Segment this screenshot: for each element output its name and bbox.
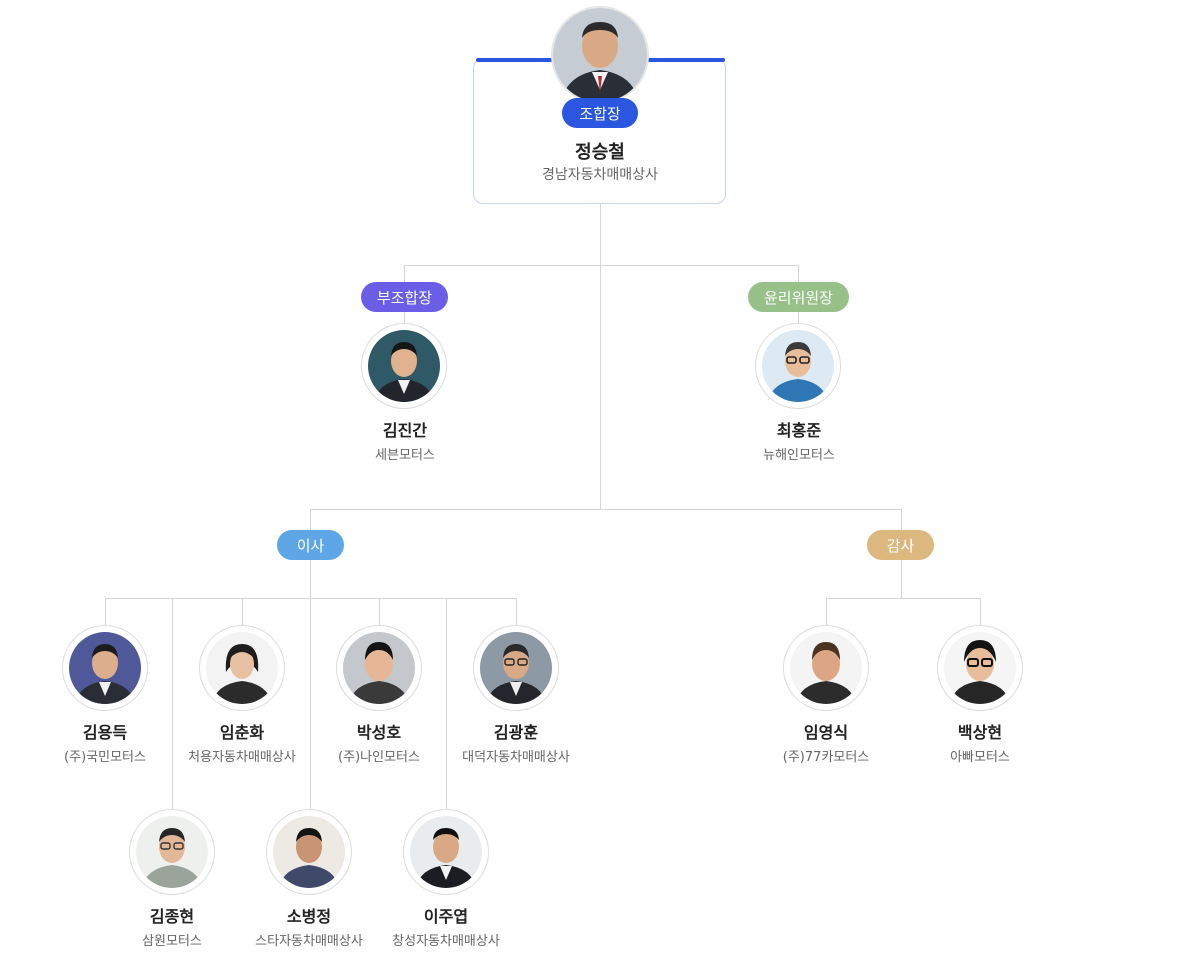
chief-name: 정승철 <box>575 142 625 163</box>
directors-role-badge: 이사 <box>277 530 344 560</box>
connector-line <box>980 598 981 626</box>
director-name: 김종현 <box>149 907 195 926</box>
connector-line <box>516 598 517 626</box>
connector-line <box>404 265 405 283</box>
director-photo <box>62 625 148 711</box>
connector-line <box>310 509 902 510</box>
director-company: 창성자동차매매상사 <box>392 934 500 949</box>
director-photo <box>266 809 352 895</box>
connector-line <box>600 204 601 509</box>
connector-line <box>446 598 447 809</box>
ethics-name: 최홍준 <box>776 421 822 440</box>
auditor-photo <box>783 625 869 711</box>
connector-line <box>105 598 106 626</box>
ethics-photo <box>755 323 841 409</box>
auditor-name: 임영식 <box>803 723 849 742</box>
auditors-role-badge: 감사 <box>867 530 934 560</box>
connector-line <box>901 509 902 531</box>
chief-accent-bar <box>645 58 725 62</box>
director-name: 김광훈 <box>493 723 539 742</box>
auditor-name: 백상현 <box>957 723 1003 742</box>
connector-line <box>404 311 405 324</box>
connector-line <box>798 265 799 283</box>
connector-line <box>798 311 799 324</box>
ethics-role-badge: 윤리위원장 <box>748 282 849 312</box>
chief-company: 경남자동차매매상사 <box>542 167 658 183</box>
connector-line <box>105 598 517 599</box>
director-name: 임춘화 <box>219 723 265 742</box>
director-company: 삼원모터스 <box>142 934 202 949</box>
director-photo <box>473 625 559 711</box>
auditor-company: (주)77카모터스 <box>782 750 870 765</box>
auditor-photo <box>937 625 1023 711</box>
vice-photo <box>361 323 447 409</box>
director-company: 처용자동차매매상사 <box>188 750 296 765</box>
director-company: (주)나인모터스 <box>338 750 420 765</box>
director-company: 대덕자동차매매상사 <box>462 750 570 765</box>
connector-line <box>172 598 173 809</box>
connector-line <box>310 559 311 809</box>
director-photo <box>129 809 215 895</box>
vice-role-badge: 부조합장 <box>361 282 448 312</box>
connector-line <box>379 598 380 626</box>
chief-photo <box>551 6 649 104</box>
director-name: 소병정 <box>286 907 332 926</box>
director-photo <box>336 625 422 711</box>
chief-role-badge: 조합장 <box>562 98 638 128</box>
connector-line <box>826 598 827 626</box>
director-name: 이주엽 <box>423 907 469 926</box>
director-name: 박성호 <box>356 723 402 742</box>
chief-accent-bar <box>476 58 556 62</box>
vice-company: 세븐모터스 <box>375 448 435 463</box>
vice-name: 김진간 <box>382 421 428 440</box>
director-photo <box>199 625 285 711</box>
director-company: (주)국민모터스 <box>64 750 146 765</box>
director-company: 스타자동차매매상사 <box>255 934 363 949</box>
connector-line <box>826 598 980 599</box>
connector-line <box>901 559 902 599</box>
connector-line <box>242 598 243 626</box>
connector-line <box>404 265 799 266</box>
ethics-company: 뉴해인모터스 <box>763 448 835 463</box>
auditor-company: 아빠모터스 <box>950 750 1010 765</box>
director-name: 김용득 <box>82 723 128 742</box>
connector-line <box>310 509 311 531</box>
director-photo <box>403 809 489 895</box>
